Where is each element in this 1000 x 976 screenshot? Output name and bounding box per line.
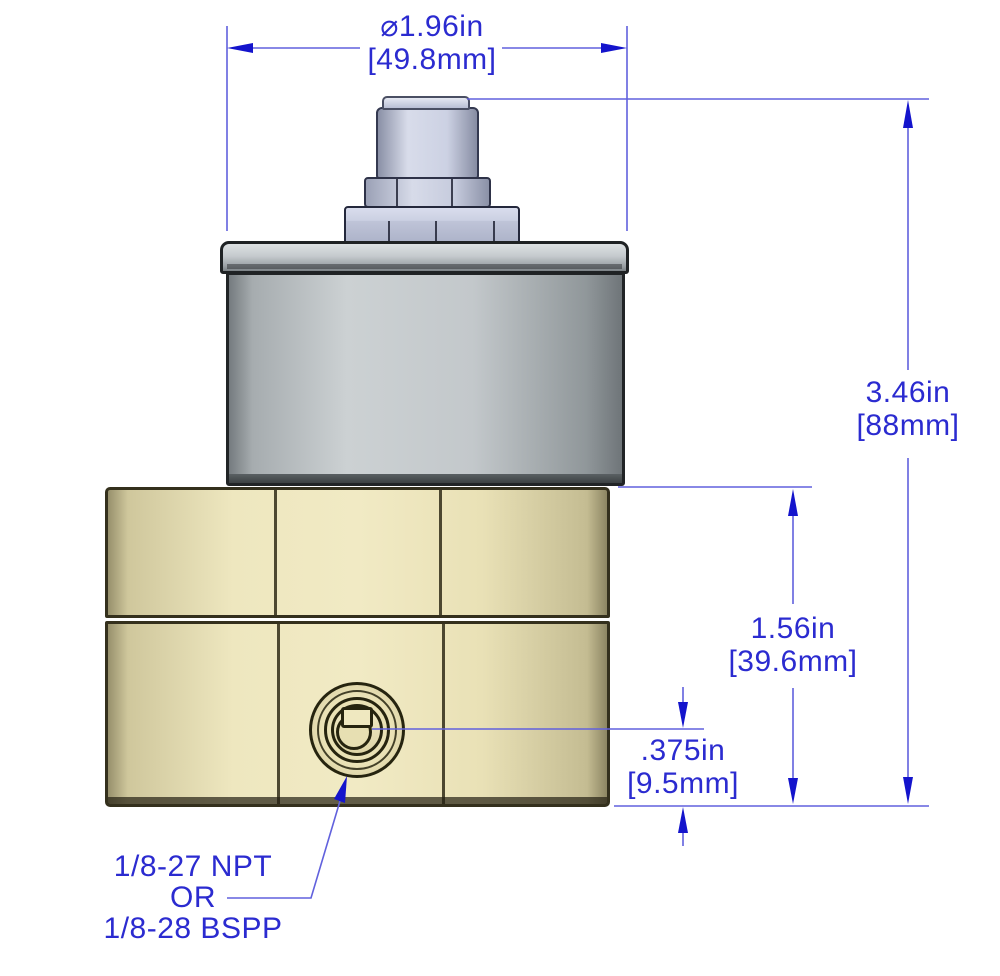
base-height-millimeters: [39.6mm] (728, 645, 858, 678)
port-height-millimeters: [9.5mm] (627, 767, 739, 800)
hex-facet-line (493, 221, 495, 241)
body-bottom-edge (108, 797, 607, 804)
port-socket-notch (341, 707, 373, 728)
coil-housing-flange (220, 241, 629, 274)
leader-line (227, 800, 341, 899)
total-height-millimeters: [88mm] (856, 409, 960, 442)
base-height-dimension-label: 1.56in [39.6mm] (710, 612, 876, 678)
body-split-line (274, 490, 277, 615)
coil-bottom-edge (229, 474, 622, 483)
hex-facet-line (451, 179, 453, 206)
thread-option-npt: 1/8-27 NPT (113, 850, 273, 883)
electrical-connector-body (376, 107, 479, 179)
arrowhead-right (601, 43, 627, 53)
body-split-line (277, 624, 280, 804)
total-height-inches: 3.46in (865, 376, 951, 409)
arrowhead-left (227, 43, 253, 53)
diameter-millimeters: [49.8mm] (367, 43, 497, 76)
base-height-inches: 1.56in (750, 612, 836, 645)
hex-facet-line (435, 221, 437, 241)
arrowhead-up (788, 489, 798, 516)
hex-facet-line (396, 179, 398, 206)
leader-arrowhead (334, 776, 347, 803)
port-thread-callout: 1/8-27 NPT OR 1/8-28 BSPP (73, 851, 313, 944)
body-split-line (439, 490, 442, 615)
port-height-dimension-label: .375in [9.5mm] (601, 734, 765, 800)
flange-recess-line (227, 264, 622, 269)
arrowhead-down (903, 777, 913, 804)
body-split-line (442, 624, 445, 804)
hex-facet-line (388, 221, 390, 241)
arrowhead-up (903, 100, 913, 128)
coil-housing (226, 272, 625, 486)
port-thread-ring (317, 690, 397, 770)
diameter-inches: ⌀1.96in (380, 10, 484, 43)
valve-body-upper-block (105, 487, 610, 618)
arrowhead-down (788, 778, 798, 804)
thread-option-bspp: 1/8-28 BSPP (103, 912, 283, 945)
arrowhead-up (678, 807, 688, 833)
total-height-dimension-label: 3.46in [88mm] (833, 376, 983, 442)
diameter-dimension-label: ⌀1.96in [49.8mm] (332, 10, 532, 76)
thread-or-text: OR (170, 881, 216, 914)
electrical-connector-cap (382, 96, 470, 110)
arrowhead-down (678, 702, 688, 728)
port-height-inches: .375in (640, 734, 726, 767)
